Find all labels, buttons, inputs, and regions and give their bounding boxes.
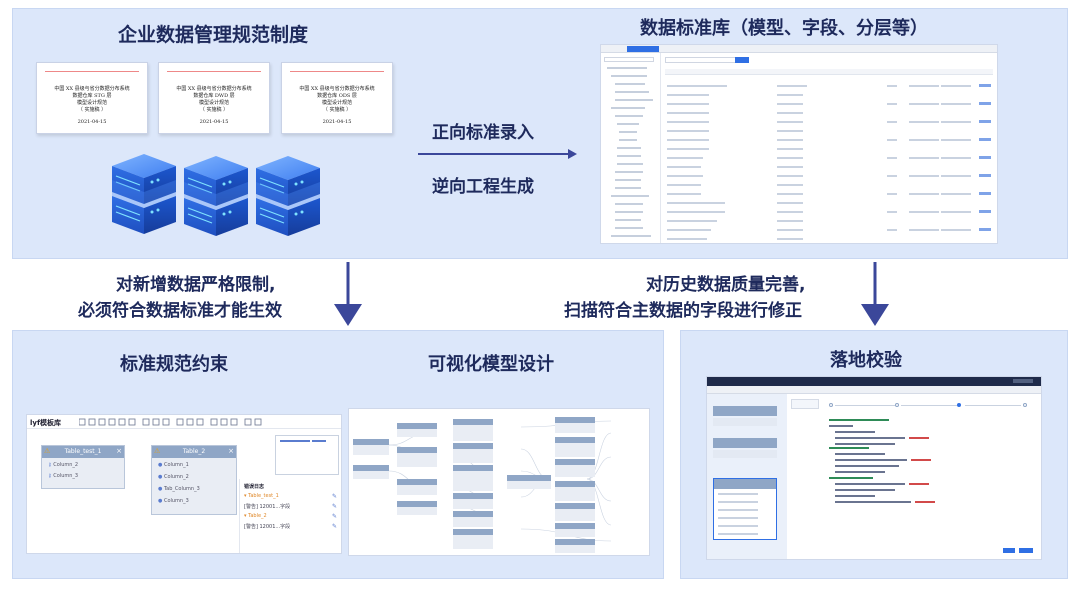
standard-library-title: 数据标准库（模型、字段、分层等） bbox=[640, 18, 928, 39]
spec-document-2[interactable]: 中国 XX 县级与省分数据分布系统 数据仓库 DWD 层 模型设计规范 （ 实施… bbox=[158, 62, 270, 134]
server-stack-icon bbox=[112, 154, 321, 237]
forward-entry-label: 正向标准录入 bbox=[432, 123, 534, 143]
model-designer-screenshot[interactable]: lyf模板库 ⚠ Table_test_1 × ⚷ Column_2 ⚷ Col… bbox=[26, 414, 342, 554]
visual-model-design-title: 可视化模型设计 bbox=[428, 354, 554, 375]
left-flow-note-line2: 必须符合数据标准才能生效 bbox=[78, 301, 282, 321]
model-table-2-column: ● Column_2 bbox=[158, 474, 189, 480]
close-icon[interactable]: × bbox=[228, 447, 234, 455]
model-table-2[interactable]: ⚠ Table_2 × ● Column_1 ● Column_2 ● Tab_… bbox=[151, 445, 237, 515]
sql-code-block bbox=[829, 419, 935, 503]
right-flow-note-line2: 扫描符合主数据的字段进行修正 bbox=[564, 301, 802, 321]
check-log-item[interactable]: ▾ Table_test_1 bbox=[244, 493, 279, 499]
model-table-1-column: ⚷ Column_2 bbox=[48, 462, 79, 468]
warning-icon: ⚠ bbox=[154, 447, 161, 455]
model-table-2-column: ● Tab_Column_3 bbox=[158, 486, 200, 492]
verification-screenshot[interactable] bbox=[706, 376, 1042, 560]
model-table-1[interactable]: ⚠ Table_test_1 × ⚷ Column_2 ⚷ Column_3 bbox=[41, 445, 125, 489]
warning-icon: ⚠ bbox=[44, 447, 51, 455]
standard-constraints-title: 标准规范约束 bbox=[120, 354, 228, 375]
landing-verification-title: 落地校验 bbox=[830, 350, 902, 371]
model-table-2-name: Table_2 bbox=[182, 448, 206, 455]
spec-document-3[interactable]: 中国 XX 县级与省分数据分布系统 数据仓库 ODS 层 模型设计规范 （ 实施… bbox=[281, 62, 393, 134]
minimap[interactable] bbox=[275, 435, 339, 475]
left-flow-note-line1: 对新增数据严格限制, bbox=[116, 275, 276, 295]
check-log-message: [警告] 12001...字段 bbox=[244, 504, 291, 510]
close-icon[interactable]: × bbox=[116, 447, 122, 455]
spec-document-1[interactable]: 中国 XX 县级与省分数据分布系统 数据仓库 STG 层 模型设计规范 （ 实施… bbox=[36, 62, 148, 134]
down-arrow-right-icon bbox=[861, 262, 889, 326]
edit-icon[interactable]: ✎ bbox=[331, 503, 337, 510]
model-table-2-column: ● Column_3 bbox=[158, 498, 189, 504]
right-arrow-icon bbox=[418, 149, 577, 159]
model-lineage-graph bbox=[353, 417, 612, 553]
down-arrow-left-icon bbox=[334, 262, 362, 326]
edit-icon[interactable]: ✎ bbox=[331, 493, 337, 500]
template-library-label: lyf模板库 bbox=[30, 419, 62, 427]
edit-icon[interactable]: ✎ bbox=[331, 523, 337, 530]
model-table-1-name: Table_test_1 bbox=[64, 448, 102, 455]
standards-title: 企业数据管理规范制度 bbox=[118, 24, 309, 46]
check-log-panel: 错误日志 ▾ Table_test_1 [警告] 12001...字段 ▾ Ta… bbox=[239, 479, 341, 553]
model-table-2-column: ● Column_1 bbox=[158, 462, 189, 468]
check-log-item[interactable]: ▾ Table_2 bbox=[244, 513, 267, 519]
edit-icon[interactable]: ✎ bbox=[331, 513, 337, 520]
model-table-1-column: ⚷ Column_3 bbox=[48, 473, 79, 479]
right-flow-note-line1: 对历史数据质量完善, bbox=[646, 275, 806, 295]
check-log-message: [警告] 12001...字段 bbox=[244, 524, 291, 530]
reverse-engineering-label: 逆向工程生成 bbox=[432, 177, 534, 197]
standard-library-screenshot[interactable] bbox=[600, 44, 998, 244]
check-log-title: 错误日志 bbox=[244, 484, 265, 490]
model-graph-screenshot[interactable] bbox=[348, 408, 650, 556]
